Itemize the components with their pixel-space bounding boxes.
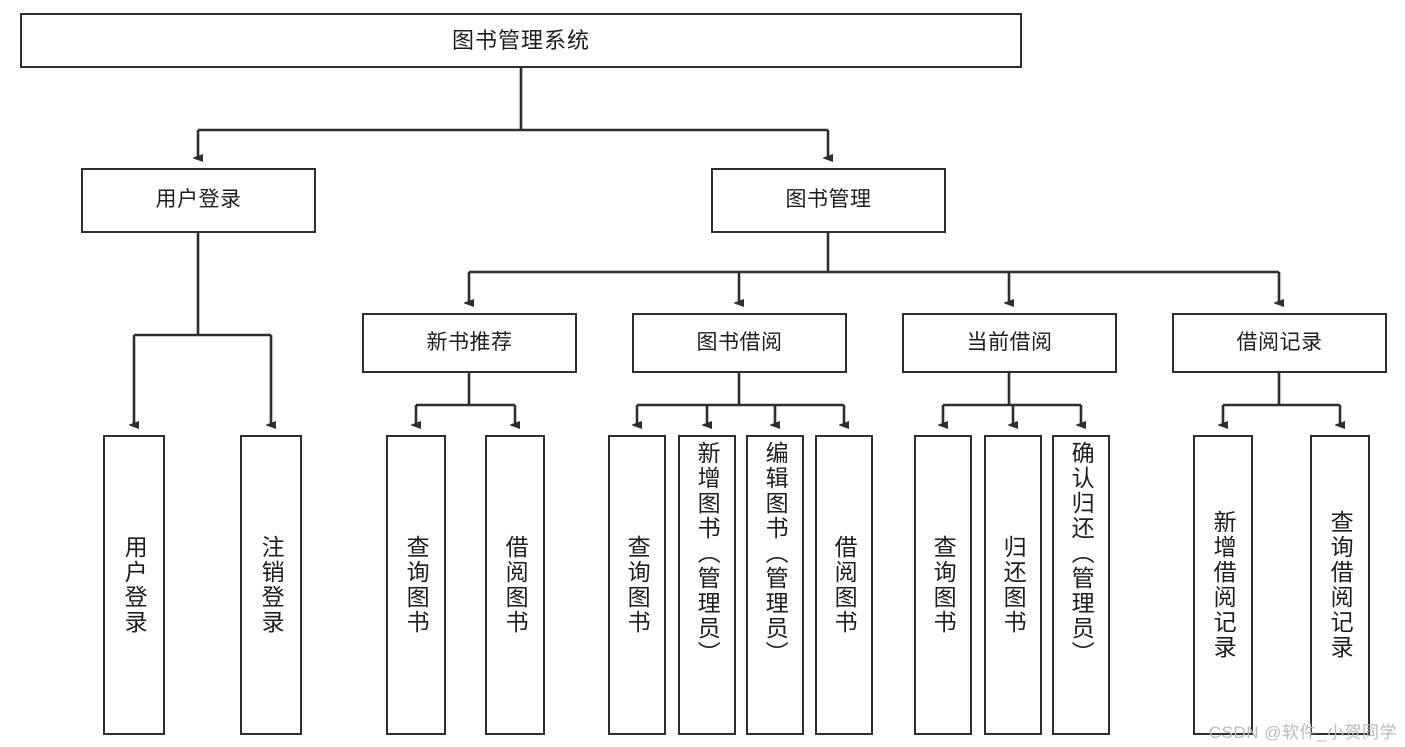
node-leaf-query-book-1[interactable]: 查询图书 bbox=[386, 435, 446, 735]
node-leaf-edit-book[interactable]: 编辑图书（管理员） bbox=[746, 435, 804, 735]
node-borrow-record-label: 借阅记录 bbox=[1236, 330, 1323, 354]
node-leaf-borrow-book-1-label: 借阅图书 bbox=[502, 535, 529, 635]
node-leaf-query-book-2-label: 查询图书 bbox=[624, 535, 651, 635]
watermark-text: CSDN @软件_小贺同学 bbox=[1208, 723, 1397, 742]
node-leaf-user-login-label: 用户登录 bbox=[121, 535, 148, 635]
node-leaf-borrow-book-2[interactable]: 借阅图书 bbox=[815, 435, 873, 735]
node-leaf-query-book-1-label: 查询图书 bbox=[403, 535, 430, 635]
node-leaf-query-record[interactable]: 查询借阅记录 bbox=[1310, 435, 1370, 735]
node-leaf-edit-book-label: 编辑图书（管理员） bbox=[762, 441, 789, 666]
node-root[interactable]: 图书管理系统 bbox=[20, 13, 1022, 68]
node-leaf-logout[interactable]: 注销登录 bbox=[240, 435, 302, 735]
node-user-login-label: 用户登录 bbox=[155, 188, 242, 212]
node-leaf-return-book-label: 归还图书 bbox=[1000, 535, 1027, 635]
node-leaf-add-book-label: 新增图书（管理员） bbox=[694, 441, 721, 666]
node-user-login[interactable]: 用户登录 bbox=[81, 168, 316, 233]
node-book-manage-label: 图书管理 bbox=[785, 188, 872, 212]
node-root-label: 图书管理系统 bbox=[451, 27, 590, 53]
node-new-book-rec[interactable]: 新书推荐 bbox=[362, 313, 577, 373]
node-book-borrow-label: 图书借阅 bbox=[696, 330, 783, 354]
node-leaf-user-login[interactable]: 用户登录 bbox=[103, 435, 165, 735]
node-leaf-borrow-book-2-label: 借阅图书 bbox=[831, 535, 858, 635]
node-leaf-return-book[interactable]: 归还图书 bbox=[984, 435, 1042, 735]
node-leaf-confirm-return[interactable]: 确认归还（管理员） bbox=[1052, 435, 1110, 735]
node-current-borrow-label: 当前借阅 bbox=[966, 330, 1053, 354]
node-leaf-query-book-3[interactable]: 查询图书 bbox=[914, 435, 972, 735]
node-leaf-add-book[interactable]: 新增图书（管理员） bbox=[678, 435, 736, 735]
node-leaf-logout-label: 注销登录 bbox=[258, 535, 285, 635]
node-leaf-add-record-label: 新增借阅记录 bbox=[1210, 510, 1237, 660]
node-current-borrow[interactable]: 当前借阅 bbox=[902, 313, 1117, 373]
node-leaf-borrow-book-1[interactable]: 借阅图书 bbox=[485, 435, 545, 735]
node-leaf-confirm-return-label: 确认归还（管理员） bbox=[1068, 441, 1095, 666]
node-leaf-query-book-2[interactable]: 查询图书 bbox=[608, 435, 666, 735]
node-leaf-add-record[interactable]: 新增借阅记录 bbox=[1193, 435, 1253, 735]
node-book-manage[interactable]: 图书管理 bbox=[711, 168, 946, 233]
node-leaf-query-book-3-label: 查询图书 bbox=[930, 535, 957, 635]
node-leaf-query-record-label: 查询借阅记录 bbox=[1327, 510, 1354, 660]
node-borrow-record[interactable]: 借阅记录 bbox=[1172, 313, 1387, 373]
node-book-borrow[interactable]: 图书借阅 bbox=[632, 313, 847, 373]
node-new-book-rec-label: 新书推荐 bbox=[426, 330, 513, 354]
